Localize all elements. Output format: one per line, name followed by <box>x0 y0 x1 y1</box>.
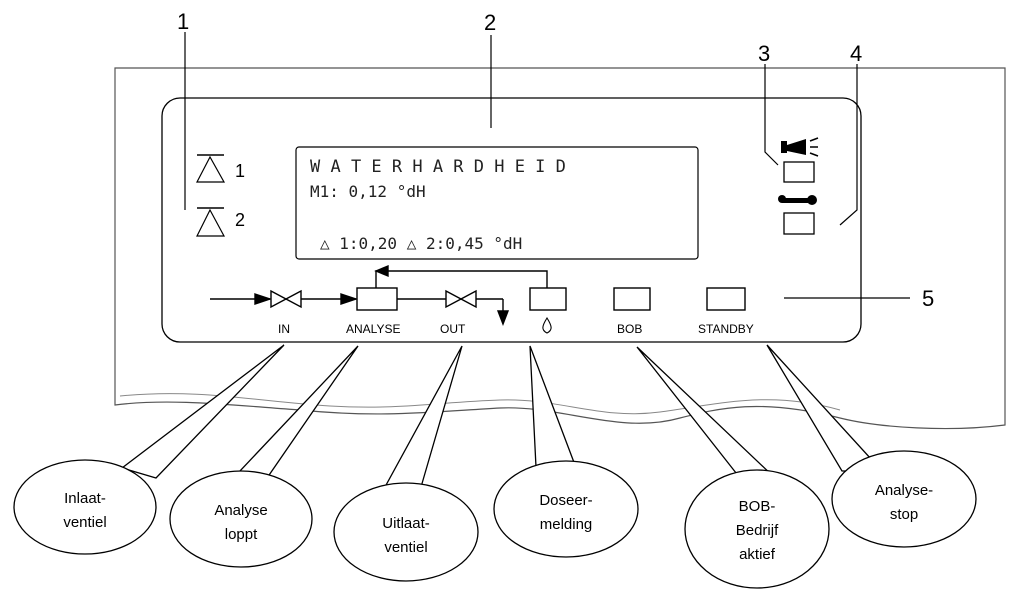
housing-inner-curve <box>119 393 841 415</box>
flow-diagram <box>210 264 746 334</box>
leader-4 <box>839 64 858 226</box>
display-line-2: M1: 0,12 °dH <box>310 182 426 201</box>
svg-text:Analyse-stop: Analyse-stop <box>875 482 933 523</box>
callout-4: 4 <box>850 41 862 66</box>
display-line-1: W A T E R H A R D H E I D <box>310 157 566 177</box>
wrench-indicator <box>778 195 817 235</box>
callout-2: 2 <box>484 10 496 35</box>
alarm-2-indicator: 2 <box>196 207 245 237</box>
alarm-2-label: 2 <box>235 210 245 230</box>
triangle-alarm-icon <box>196 208 226 237</box>
bubble-analyse-stop: Analyse-stop <box>831 450 977 548</box>
bob-led <box>613 287 651 311</box>
alarm-1-label: 1 <box>235 161 245 181</box>
svg-text:Uitlaat-ventiel: Uitlaat-ventiel <box>382 515 430 556</box>
standby-led <box>706 287 746 311</box>
analyse-led <box>356 287 398 311</box>
label-in: IN <box>278 322 290 336</box>
horn-led <box>783 161 815 183</box>
doseer-led <box>529 287 567 311</box>
triangle-alarm-icon <box>196 155 226 183</box>
bubble-tails <box>120 344 884 495</box>
horn-icon <box>781 137 819 157</box>
callout-5: 5 <box>922 286 934 311</box>
valve-icon <box>270 289 302 309</box>
callout-3: 3 <box>758 41 770 66</box>
bubble-inlaat-ventiel: Inlaat-ventiel <box>13 459 157 555</box>
display-line-3: △ 1:0,20 △ 2:0,45 °dH <box>320 234 522 253</box>
leader-3 <box>764 64 779 166</box>
bubble-uitlaat-ventiel: Uitlaat-ventiel <box>333 482 479 582</box>
alarm-1-indicator: 1 <box>196 154 245 183</box>
drop-icon <box>542 316 552 334</box>
svg-text:Doseer-melding: Doseer-melding <box>539 492 592 533</box>
callout-1: 1 <box>177 9 189 34</box>
wrench-led <box>783 212 815 235</box>
bubble-doseer-melding: Doseer-melding <box>493 460 639 558</box>
label-analyse: ANALYSE <box>346 322 400 336</box>
horn-indicator <box>781 137 819 183</box>
label-standby: STANDBY <box>698 322 754 336</box>
housing-outline <box>114 67 1006 430</box>
wrench-icon <box>778 195 817 205</box>
label-bob: BOB <box>617 322 642 336</box>
svg-text:Inlaat-ventiel: Inlaat-ventiel <box>63 490 106 531</box>
label-out: OUT <box>440 322 466 336</box>
lcd-display <box>295 146 699 260</box>
